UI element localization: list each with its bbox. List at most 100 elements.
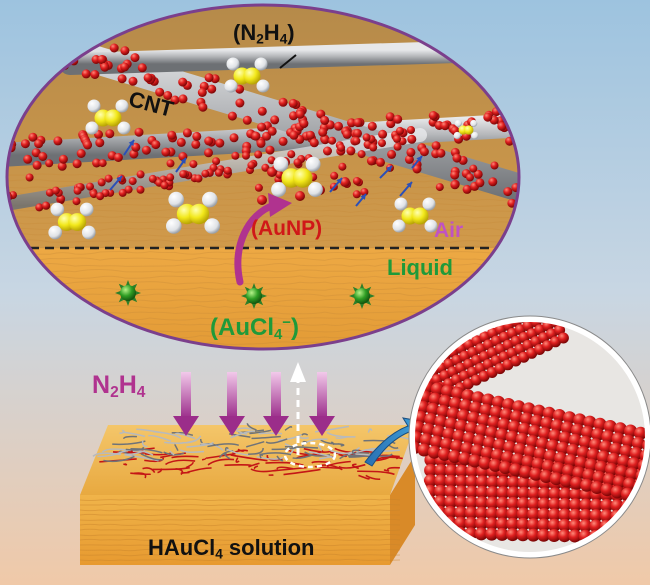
gold-nanoparticle [540, 188, 549, 197]
gold-nanoparticle [386, 119, 396, 129]
gold-nanoparticle [151, 140, 161, 150]
gold-nanoparticle [100, 62, 110, 72]
gold-nanoparticle [466, 173, 474, 182]
curved-arrow-icon [234, 193, 292, 286]
hydrazine-molecule-icon [166, 191, 220, 234]
gold-nanoparticle [23, 154, 33, 164]
gold-nanoparticle [633, 126, 642, 135]
gold-nanoparticle [289, 130, 299, 140]
gold-nanoparticle [612, 125, 621, 134]
gold-nanoparticle [35, 203, 44, 212]
air-label: Air [434, 219, 464, 242]
gold-nanoparticle [378, 129, 388, 139]
gold-nanoparticle [57, 161, 67, 171]
gold-nanoparticle [533, 126, 542, 135]
liquid-label: Liquid [387, 255, 453, 280]
zoom-ellipse [5, 3, 650, 351]
gold-nanoparticle [204, 148, 213, 158]
hydrazine-molecule-icon [453, 119, 479, 140]
gold-nanoparticle [353, 118, 363, 128]
highlight-ellipse [283, 441, 337, 469]
gold-nanoparticle [198, 102, 208, 112]
gold-nanoparticle [136, 185, 145, 194]
gold-nanoparticle [342, 129, 352, 139]
gold-nanoparticle [515, 134, 519, 144]
gold-nanoparticle [435, 183, 444, 192]
gold-nanoparticle [201, 169, 210, 178]
gold-nanoparticle [278, 136, 288, 146]
gold-nanoparticle [254, 150, 263, 159]
hydrazine-molecule-icon [85, 99, 131, 135]
gold-nanoparticle [369, 143, 378, 152]
gold-nanoparticle [34, 139, 44, 149]
gold-nanoparticle [642, 107, 650, 116]
gold-nanoparticle [267, 156, 276, 165]
gold-nanoparticle [360, 188, 369, 196]
gold-nanoparticle [385, 112, 395, 122]
gold-nanoparticle [235, 98, 245, 108]
gold-nanoparticle [44, 57, 54, 67]
gold-nanoparticle [295, 109, 305, 119]
gold-nanoparticle [378, 139, 386, 148]
gold-nanoparticle [118, 188, 127, 197]
gold-nanoparticle [45, 188, 54, 197]
gold-nanoparticle [638, 121, 647, 130]
gold-nanoparticle [178, 94, 188, 104]
gold-nanoparticle [450, 170, 460, 180]
gold-nanoparticle [148, 174, 157, 183]
gold-nanoparticle [526, 204, 535, 213]
gold-nanoparticle [412, 164, 422, 174]
gold-nanoparticle [113, 153, 123, 162]
gold-nanoparticle [567, 123, 576, 132]
aucl4-ion-icon [115, 280, 141, 306]
gold-nanoparticle [32, 51, 42, 61]
gold-nanoparticle [254, 183, 263, 192]
gold-nanoparticle [393, 114, 403, 124]
gold-nanoparticle [128, 177, 137, 186]
gold-nanoparticle [7, 150, 8, 160]
gold-nanoparticle [51, 30, 61, 40]
gold-nanoparticle [97, 178, 106, 187]
gold-nanoparticle [76, 149, 86, 158]
gold-nanoparticle [207, 84, 217, 94]
gold-nanoparticle [176, 137, 186, 147]
gold-nanoparticle [537, 180, 546, 189]
gold-nanoparticle [560, 121, 569, 130]
gold-nanoparticle [137, 63, 147, 73]
gold-nanoparticle [92, 158, 102, 168]
gold-nanoparticle [309, 138, 319, 148]
gold-nanoparticle [288, 98, 298, 108]
gold-nanoparticle [536, 105, 545, 114]
gold-nanoparticle [257, 195, 267, 205]
gold-nanoparticle [536, 173, 545, 182]
hydrazine-label-top: (N2H4) [233, 20, 295, 47]
solution-label: HAuCl4 solution [148, 535, 315, 562]
gold-nanoparticle [334, 121, 343, 131]
gold-nanoparticle [352, 177, 361, 185]
gold-nanoparticle [161, 147, 171, 157]
gold-nanoparticle [130, 53, 140, 63]
gold-nanoparticle [197, 88, 207, 97]
gold-nanoparticle [516, 128, 519, 138]
gold-nanoparticle [610, 110, 619, 119]
gold-nanoparticle [60, 39, 70, 49]
gold-nanoparticle [340, 177, 350, 187]
gold-nanoparticle [338, 162, 347, 171]
gold-nanoparticle [83, 140, 93, 150]
gold-nanoparticle [166, 159, 175, 168]
gold-nanoparticle [440, 121, 450, 131]
gold-nanoparticle [141, 145, 151, 155]
dashed-up-arrow-icon [290, 362, 306, 455]
gold-nanoparticle [170, 95, 180, 105]
gold-nanoparticle [247, 161, 256, 170]
gold-nanoparticle [128, 76, 138, 86]
gold-nanoparticle [212, 157, 221, 166]
aunp-label: (AuNP) [251, 217, 323, 240]
gold-nanoparticle [194, 174, 203, 183]
gold-nanoparticle [32, 160, 42, 170]
gold-nanoparticle [31, 47, 41, 57]
gold-nanoparticle [38, 152, 48, 161]
gold-nanoparticle [229, 133, 239, 143]
gold-nanoparticle [612, 107, 621, 116]
gold-nanoparticle [256, 138, 266, 148]
